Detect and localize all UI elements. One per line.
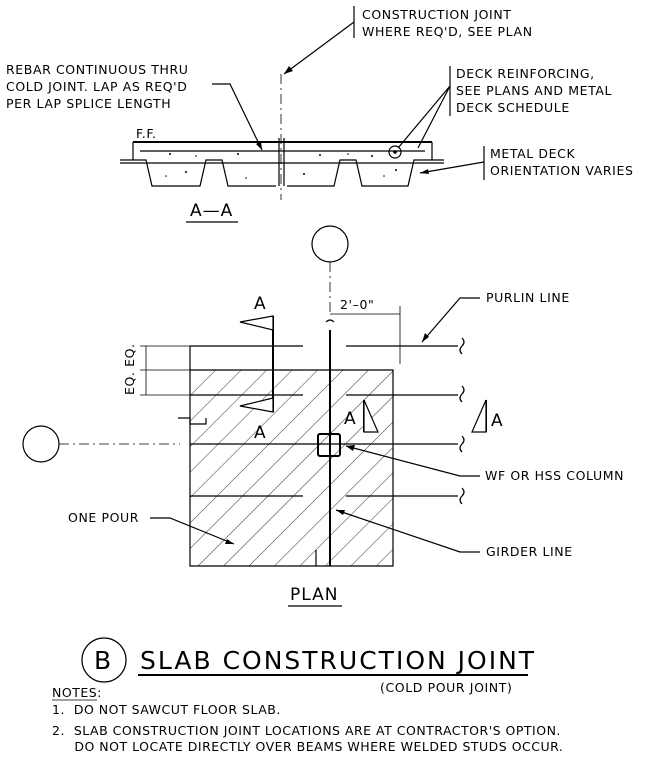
arrowhead-icon bbox=[284, 66, 293, 74]
concrete-aggregate bbox=[165, 153, 397, 179]
section-mark-mid: A bbox=[344, 409, 357, 429]
note-item-2: 2. SLAB CONSTRUCTION JOINT LOCATIONS ARE… bbox=[52, 723, 561, 738]
section-mark-right: A bbox=[491, 411, 504, 431]
note-item-1: 1. DO NOT SAWCUT FLOOR SLAB. bbox=[52, 702, 281, 717]
deck-reinforcing-circle bbox=[388, 145, 402, 159]
deck-reinforcing-label-3: DECK SCHEDULE bbox=[456, 100, 570, 115]
section-arrow-icon bbox=[363, 399, 379, 433]
arrowhead-icon bbox=[336, 510, 345, 515]
arrowhead-icon bbox=[346, 445, 355, 451]
rebar-dot-icon bbox=[393, 150, 397, 154]
one-pour-hatch bbox=[190, 370, 393, 566]
one-pour-label: ONE POUR bbox=[68, 510, 139, 525]
arrowhead-icon bbox=[420, 169, 429, 174]
rebar-leader bbox=[212, 83, 263, 151]
deck-reinforcing-leader-1 bbox=[397, 85, 451, 149]
notes-heading: NOTES: bbox=[52, 685, 102, 700]
note-item-2-cont: DO NOT LOCATE DIRECTLY OVER BEAMS WHERE … bbox=[52, 739, 563, 754]
rebar-label-1: REBAR CONTINUOUS THRU bbox=[6, 62, 188, 77]
arrowhead-icon bbox=[256, 141, 262, 150]
detail-tag-circle bbox=[81, 637, 127, 683]
detail-title: SLAB CONSTRUCTION JOINT bbox=[140, 646, 536, 675]
rebar-label-2: COLD JOINT. LAP AS REQ'D bbox=[6, 79, 187, 94]
construction-joint-leader bbox=[283, 21, 355, 75]
break-marks bbox=[325, 319, 465, 505]
metal-deck-leader bbox=[419, 161, 485, 174]
purlin-line-label: PURLIN LINE bbox=[486, 290, 570, 305]
deck-reinforcing-label-1: DECK REINFORCING, bbox=[456, 66, 595, 81]
grid-bubble-top bbox=[311, 225, 349, 263]
construction-joint-label-2: WHERE REQ'D, SEE PLAN bbox=[362, 24, 533, 39]
section-cut-marks: A A A A bbox=[239, 294, 504, 443]
column-symbol bbox=[317, 433, 341, 457]
section-arrow-icon bbox=[471, 399, 487, 433]
detail-tag: B bbox=[94, 646, 113, 675]
section-mark-top: A bbox=[254, 294, 267, 314]
section-mark-bottom: A bbox=[254, 423, 267, 443]
column-label: WF OR HSS COLUMN bbox=[485, 468, 624, 483]
notes-block: NOTES: 1. DO NOT SAWCUT FLOOR SLAB. 2. S… bbox=[52, 685, 563, 754]
dimension-label: 2'–0" bbox=[340, 297, 374, 312]
section-arrow-icon bbox=[239, 397, 274, 413]
finished-floor-label: F.F. bbox=[136, 126, 157, 141]
column-leader bbox=[345, 445, 480, 477]
arrowhead-icon bbox=[225, 539, 234, 544]
plan-view: 2'–0" EQ. EQ. A A A A PURLIN LINE WF OR … bbox=[22, 225, 624, 607]
grid-bubble-left bbox=[22, 425, 60, 463]
metal-deck-label-2: ORIENTATION VARIES bbox=[490, 163, 634, 178]
plan-title: PLAN bbox=[290, 585, 338, 605]
slab-jog bbox=[178, 417, 207, 425]
section-arrow-icon bbox=[239, 315, 274, 331]
eq-label: EQ. EQ. bbox=[122, 343, 137, 395]
construction-joint-label-1: CONSTRUCTION JOINT bbox=[362, 7, 512, 22]
slab-outline bbox=[189, 346, 394, 567]
girder-line-label: GIRDER LINE bbox=[486, 544, 573, 559]
section-title: A—A bbox=[190, 201, 233, 221]
section-a-a: CONSTRUCTION JOINT WHERE REQ'D, SEE PLAN… bbox=[6, 6, 634, 223]
arrowhead-icon bbox=[422, 333, 429, 342]
rebar-label-3: PER LAP SPLICE LENGTH bbox=[6, 96, 171, 111]
one-pour-leader bbox=[150, 517, 235, 545]
metal-deck-label-1: METAL DECK bbox=[490, 146, 575, 161]
purlin-leader bbox=[421, 297, 480, 343]
girder-leader bbox=[335, 509, 480, 553]
deck-reinforcing-leader-2 bbox=[417, 85, 451, 149]
metal-deck-profile-left bbox=[120, 159, 276, 187]
detail-subtitle: (COLD POUR JOINT) bbox=[380, 680, 512, 695]
detail-title-block: B SLAB CONSTRUCTION JOINT (COLD POUR JOI… bbox=[81, 637, 536, 695]
metal-deck-profile-right bbox=[287, 159, 444, 187]
deck-reinforcing-label-2: SEE PLANS AND METAL bbox=[456, 83, 612, 98]
